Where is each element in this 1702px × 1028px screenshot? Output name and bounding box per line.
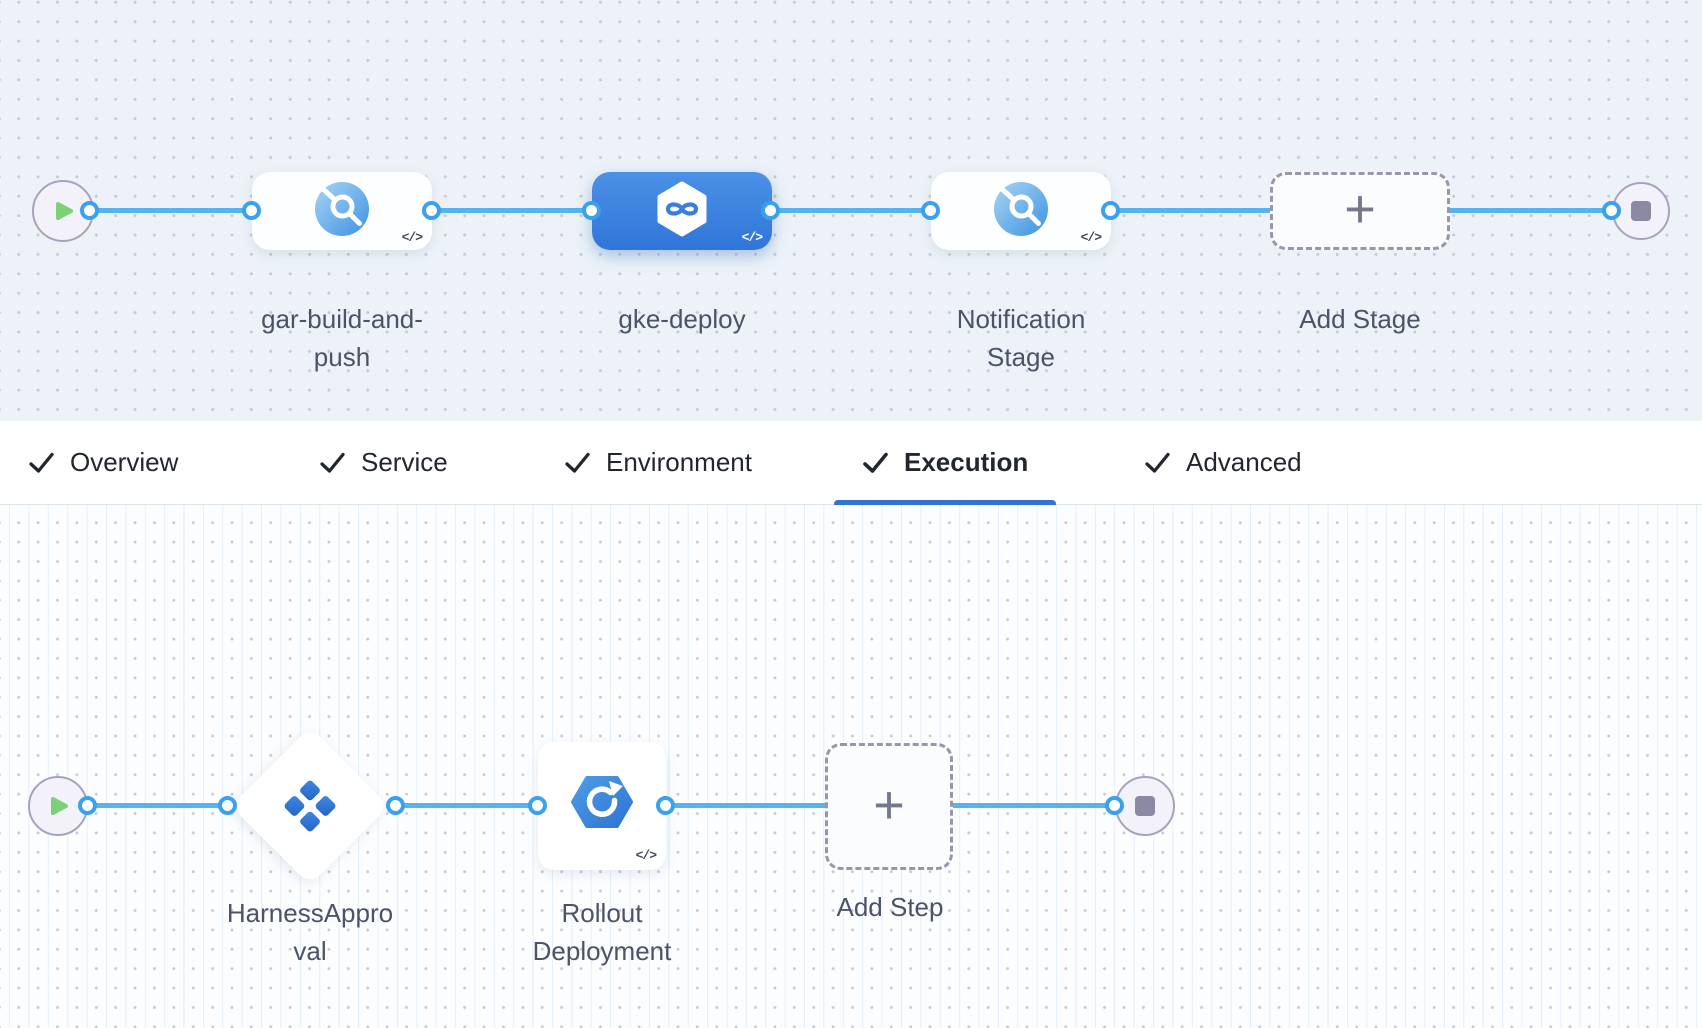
tab-overview[interactable]: Overview — [0, 421, 206, 504]
connector-line — [396, 803, 538, 808]
connector-point — [582, 201, 601, 220]
step-card-rollout-deployment[interactable]: </> — [538, 742, 666, 870]
connector-point — [80, 201, 99, 220]
stage-tab-bar: Overview Service Environment Execution A… — [0, 421, 1702, 505]
registry-stage-icon — [315, 182, 369, 236]
tab-label: Advanced — [1186, 447, 1302, 477]
tab-advanced[interactable]: Advanced — [1116, 421, 1330, 504]
tab-label: Environment — [606, 447, 752, 477]
stage-label: gke-deploy — [618, 304, 746, 334]
connector-point — [921, 201, 940, 220]
approval-icon — [284, 780, 336, 832]
stop-icon — [1135, 796, 1155, 816]
add-step-button[interactable]: + — [825, 743, 953, 870]
stage-card-gke-deploy[interactable]: </> — [592, 172, 772, 250]
step-label: HarnessApproval — [226, 898, 394, 966]
connector-point — [656, 796, 675, 815]
connector-line — [88, 803, 228, 808]
registry-stage-icon — [994, 182, 1048, 236]
connector-point — [218, 796, 237, 815]
execution-end-node — [1115, 776, 1175, 836]
add-stage-label: Add Stage — [1299, 304, 1421, 334]
tab-label: Overview — [70, 447, 179, 477]
connector-line — [432, 208, 592, 213]
check-icon — [863, 452, 888, 473]
connector-point — [422, 201, 441, 220]
connector-line — [90, 208, 252, 213]
stage-label: gar-build-and-push — [261, 304, 423, 372]
rollout-deployment-icon — [571, 776, 633, 828]
connector-point — [242, 201, 261, 220]
check-icon — [565, 452, 590, 473]
stage-card-gar-build-and-push[interactable]: </> — [252, 172, 432, 250]
code-badge: </> — [1080, 230, 1102, 245]
stage-label: Notification Stage — [956, 304, 1086, 372]
play-icon — [56, 202, 73, 220]
connector-line — [771, 208, 931, 213]
tab-service[interactable]: Service — [291, 421, 476, 504]
connector-point — [1101, 201, 1120, 220]
tab-environment[interactable]: Environment — [536, 421, 780, 504]
connector-point — [78, 796, 97, 815]
check-icon — [1145, 452, 1170, 473]
connector-point — [386, 796, 405, 815]
code-badge: </> — [741, 230, 763, 245]
code-badge: </> — [401, 230, 423, 245]
tab-label: Service — [361, 447, 448, 477]
add-step-label: Add Step — [836, 892, 944, 922]
plus-icon: + — [873, 774, 905, 835]
connector-point — [1602, 201, 1621, 220]
plus-icon: + — [1344, 179, 1376, 239]
step-label: Rollout Deployment — [532, 898, 672, 966]
tab-label: Execution — [904, 447, 1029, 477]
pipeline-infinity-icon — [657, 181, 707, 237]
code-badge: </> — [635, 848, 657, 863]
check-icon — [320, 452, 345, 473]
play-icon — [51, 797, 68, 815]
add-stage-button[interactable]: + — [1270, 172, 1450, 250]
check-icon — [29, 452, 54, 473]
tab-execution[interactable]: Execution — [834, 421, 1057, 505]
connector-point — [761, 201, 780, 220]
stop-icon — [1631, 201, 1651, 221]
connector-point — [1105, 796, 1124, 815]
stage-card-notification-stage[interactable]: </> — [931, 172, 1111, 250]
connector-point — [528, 796, 547, 815]
